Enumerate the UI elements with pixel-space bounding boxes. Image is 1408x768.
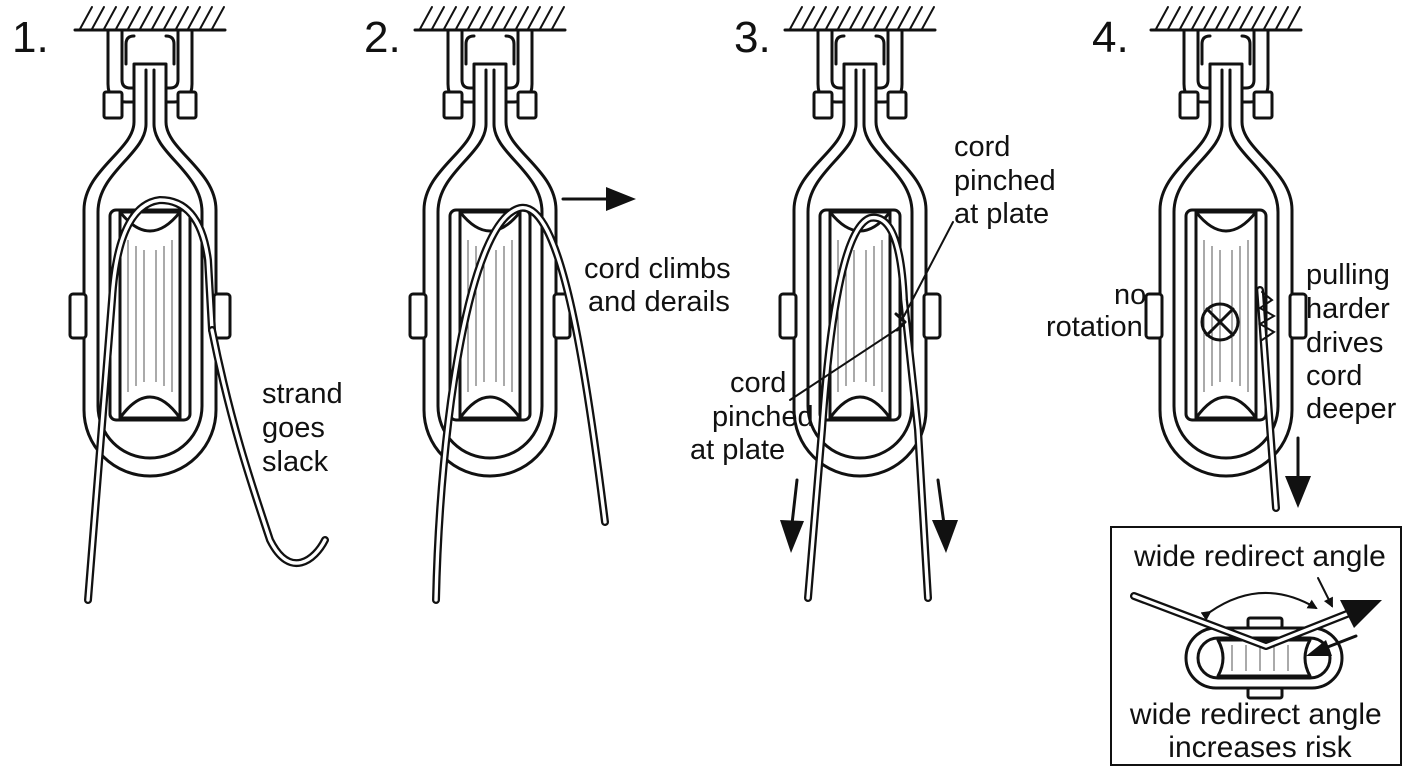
- panel-1: 1. strand goes slack: [12, 5, 351, 604]
- panel-2-label: cord climbs and derails: [584, 253, 739, 318]
- panel-3-label-bottom: cord pinched at plate: [690, 367, 822, 466]
- arrow-icon: [790, 478, 799, 526]
- panel-4-number: 4.: [1092, 13, 1129, 62]
- arrow-icon: [1340, 600, 1382, 628]
- panel-1-label: strand goes slack: [262, 378, 351, 478]
- arrow-icon: [936, 478, 946, 526]
- inset-bottom-label: wide redirect angle increases risk: [1129, 698, 1390, 764]
- panel-3-label-top: cord pinched at plate: [954, 131, 1064, 230]
- panel-3-number: 3.: [734, 13, 771, 62]
- panel-2-number: 2.: [364, 13, 401, 62]
- panel-4: 4. no rotation pulling harder drives cor…: [1046, 5, 1398, 512]
- panel-3: 3. cord pinched at plate cord pinched at…: [690, 5, 1064, 602]
- inset-top-label: wide redirect angle: [1133, 540, 1386, 573]
- panel-1-number: 1.: [12, 13, 49, 62]
- pulley-block-icon: [1144, 5, 1308, 478]
- panel-4-label-left: no rotation: [1046, 279, 1154, 343]
- crossed-circle-icon: [1200, 302, 1240, 342]
- panel-2: 2. cord climbs and derails: [364, 5, 739, 604]
- pulley-top-view-icon: [1184, 616, 1344, 700]
- panel-4-label-right: pulling harder drives cord deeper: [1306, 259, 1398, 425]
- inset-redirect-angle: wide redirect angle: [1110, 526, 1402, 766]
- zigzag-friction-icon: [1257, 291, 1277, 341]
